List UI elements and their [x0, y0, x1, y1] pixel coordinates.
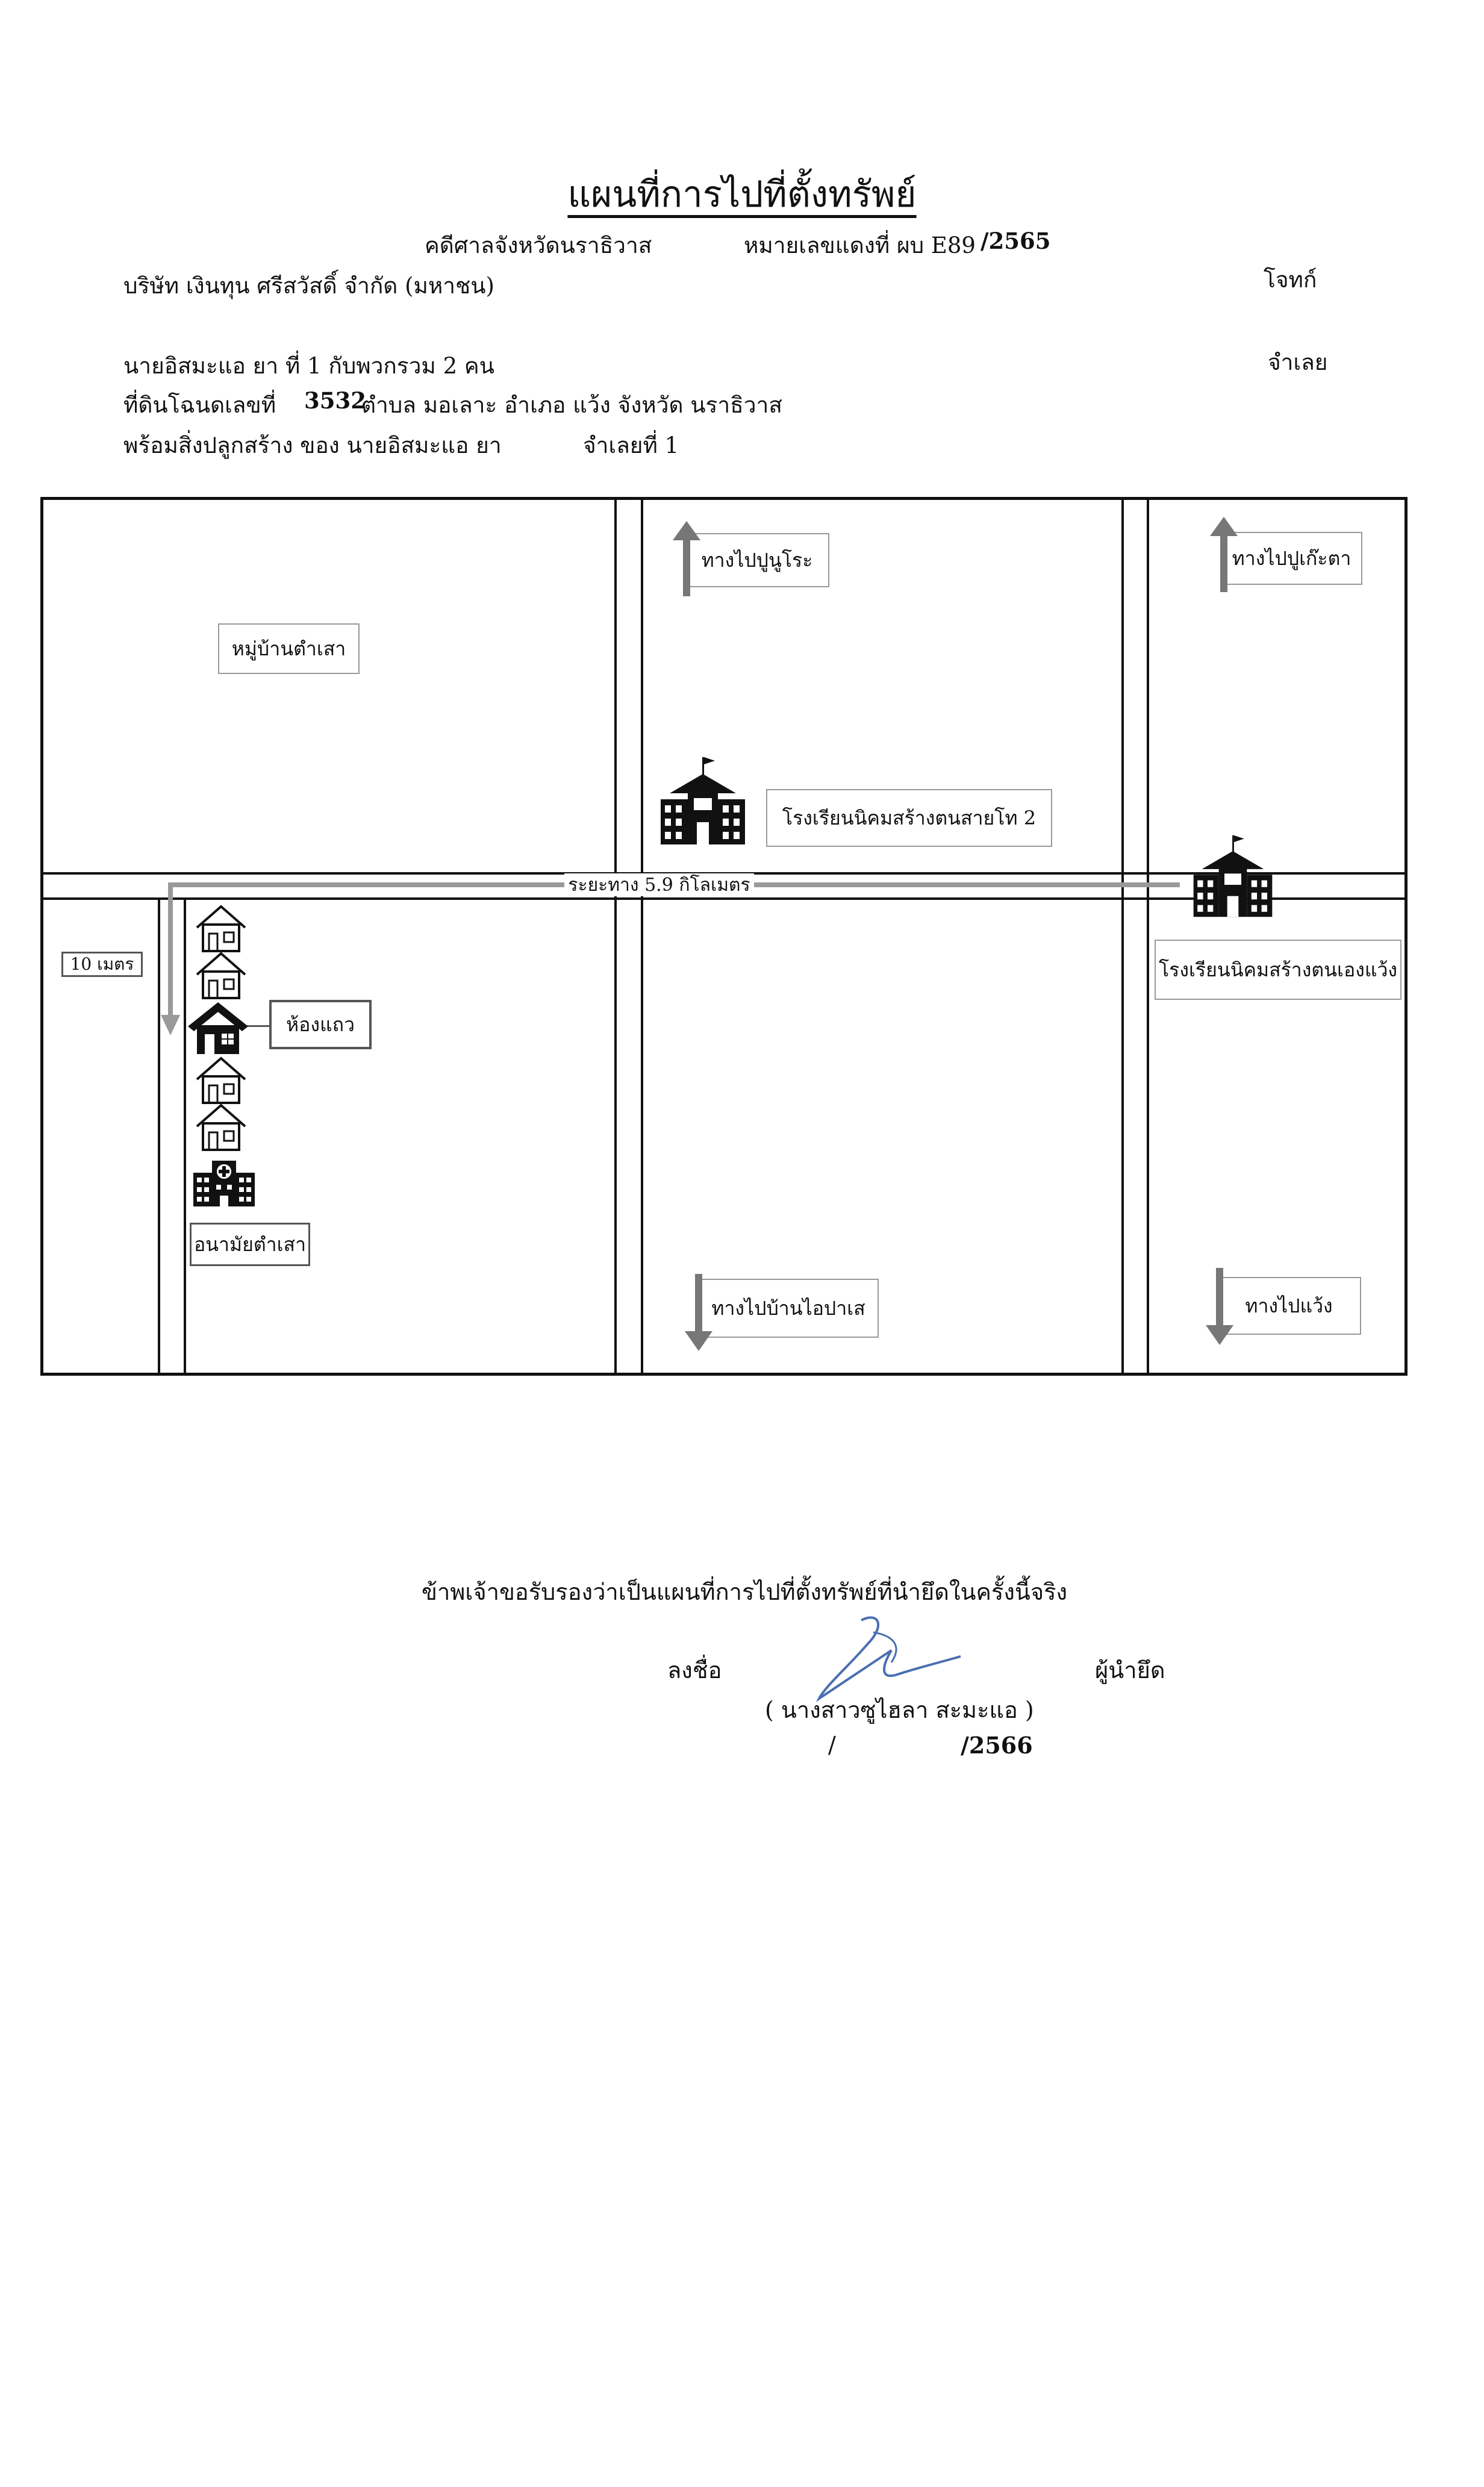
- signature-image: [815, 1616, 961, 1702]
- location-map: หมู่บ้านตำเสา ทางไปปูนูโระ ทางไปปูเก๊ะตา…: [40, 497, 1408, 1376]
- land-title-label: ที่ดินโฉนดเลขที่: [123, 392, 276, 418]
- land-title-number: 3532: [304, 387, 366, 414]
- school-icon: [1193, 835, 1273, 917]
- defendant-role: จำเลย: [1268, 349, 1328, 375]
- route-line: [168, 882, 173, 1021]
- seizer-role: ผู้นำยึด: [1095, 1657, 1165, 1683]
- row-house-connector: [243, 1025, 270, 1027]
- road-label-waeng: ทางไปแว้ง: [1217, 1277, 1361, 1335]
- row-house-label: ห้องแถว: [269, 1000, 372, 1049]
- house-icon: [196, 1103, 246, 1151]
- defendant-name: นายอิสมะแอ ยา ที่ 1 กับพวกรวม 2 คน: [123, 353, 494, 379]
- arrow-down-icon: [161, 1015, 180, 1035]
- width-label: 10 เมตร: [61, 952, 143, 977]
- arrow-up-icon: [673, 521, 700, 596]
- arrow-down-icon: [685, 1274, 712, 1351]
- date-slash: /: [828, 1732, 836, 1758]
- buildings-line: พร้อมสิ่งปลูกสร้าง ของ นายอิสมะแอ ยา: [123, 432, 502, 458]
- certification-statement: ข้าพเจ้าขอรับรองว่าเป็นแผนที่การไปที่ตั้…: [422, 1579, 1068, 1605]
- court-name: คดีศาลจังหวัดนราธิวาส: [425, 232, 652, 258]
- hospital-icon: [193, 1161, 255, 1206]
- road-edge: [1147, 500, 1149, 1373]
- school-2-label: โรงเรียนนิคมสร้างตนเองแว้ง: [1155, 940, 1401, 1000]
- page-title: แผนที่การไปที่ตั้งทรัพย์: [567, 173, 917, 216]
- sign-label: ลงชื่อ: [667, 1657, 722, 1683]
- buildings-owner-role: จำเลยที่ 1: [583, 432, 679, 458]
- house-icon: [196, 952, 246, 999]
- arrow-up-icon: [1210, 517, 1238, 592]
- case-number: หมายเลขแดงที่ ผบ E89: [744, 232, 976, 258]
- village-label: หมู่บ้านตำเสา: [218, 623, 360, 674]
- land-location: ตำบล มอเลาะ อำเภอ แว้ง จังหวัด นราธิวาส: [361, 392, 782, 418]
- signer-name: ( นางสาวซูไฮลา สะมะแอ ): [765, 1697, 1034, 1723]
- school-1-label: โรงเรียนนิคมสร้างตนสายโท 2: [766, 789, 1052, 847]
- plaintiff-role: โจทก์: [1264, 267, 1317, 293]
- health-center-label: อนามัยตำเสา: [190, 1223, 310, 1266]
- date-year: /2566: [961, 1732, 1033, 1759]
- road-edge: [158, 897, 160, 1373]
- school-icon: [661, 757, 745, 844]
- distance-label: ระยะทาง 5.9 กิโลเมตร: [564, 873, 754, 896]
- arrow-down-icon: [1206, 1268, 1233, 1345]
- road-edge: [184, 897, 186, 1373]
- case-year: /2565: [980, 228, 1051, 254]
- road-edge: [641, 500, 643, 1373]
- road-label-ban-aipase: ทางไปบ้านไอปาเส: [698, 1279, 879, 1338]
- house-icon: [196, 905, 246, 952]
- plaintiff-name: บริษัท เงินทุน ศรีสวัสดิ์ จำกัด (มหาชน): [123, 273, 494, 299]
- road-edge: [1121, 500, 1124, 1373]
- road-edge: [43, 897, 1404, 900]
- house-icon: [196, 1056, 246, 1104]
- target-house-icon: [188, 1002, 248, 1054]
- road-edge: [614, 500, 617, 1373]
